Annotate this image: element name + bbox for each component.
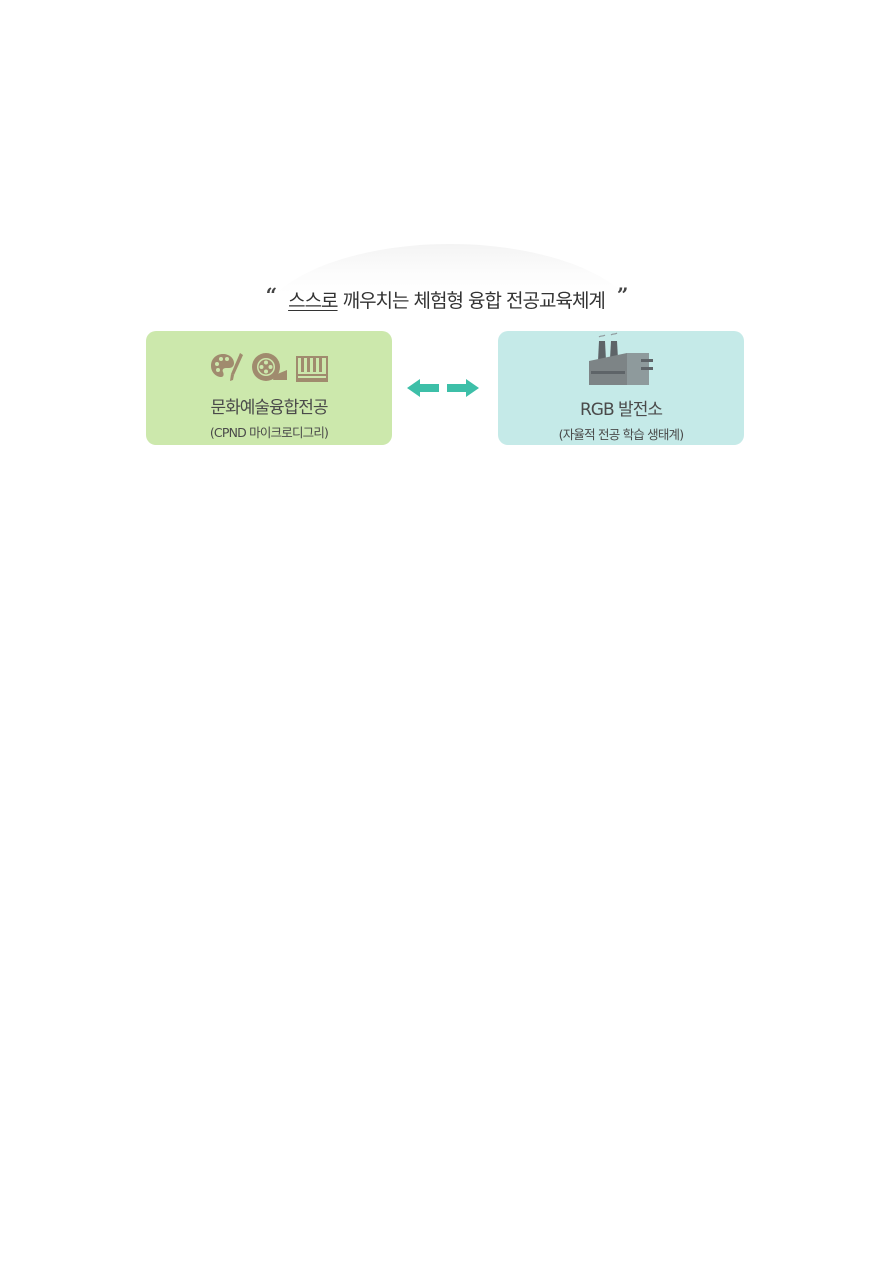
right-icons <box>585 332 657 389</box>
left-box-subtitle: (CPND 마이크로디그리) <box>209 425 329 440</box>
palette-brush-icon <box>209 351 245 387</box>
arrow-left-icon <box>407 379 439 397</box>
rgb-power-plant-box: RGB 발전소 (자율적 전공 학습 생태계) <box>498 331 744 445</box>
right-box-subtitle: (자율적 전공 학습 생태계) <box>558 427 684 442</box>
open-quote: “ <box>265 282 277 307</box>
right-box-title: RGB 발전소 <box>580 400 663 420</box>
culture-arts-major-box: 문화예술융합전공 (CPND 마이크로디그리) <box>146 331 392 445</box>
arrow-right-icon <box>447 379 479 397</box>
bidirectional-arrow-icon <box>407 378 479 398</box>
close-quote: ” <box>616 282 628 307</box>
headline-underlined: 스스로 <box>288 290 338 312</box>
left-icons <box>209 351 329 387</box>
headline-rest: 깨우치는 체험형 융합 전공교육체계 <box>337 290 606 312</box>
left-box-title: 문화예술융합전공 <box>210 398 328 418</box>
headline-text: 스스로 깨우치는 체험형 융합 전공교육체계 <box>288 286 606 313</box>
factory-icon <box>585 331 657 389</box>
piano-keys-icon <box>295 353 329 387</box>
headline: “ 스스로 깨우치는 체험형 융합 전공교육체계 ” <box>0 282 893 313</box>
film-reel-icon <box>251 351 289 387</box>
